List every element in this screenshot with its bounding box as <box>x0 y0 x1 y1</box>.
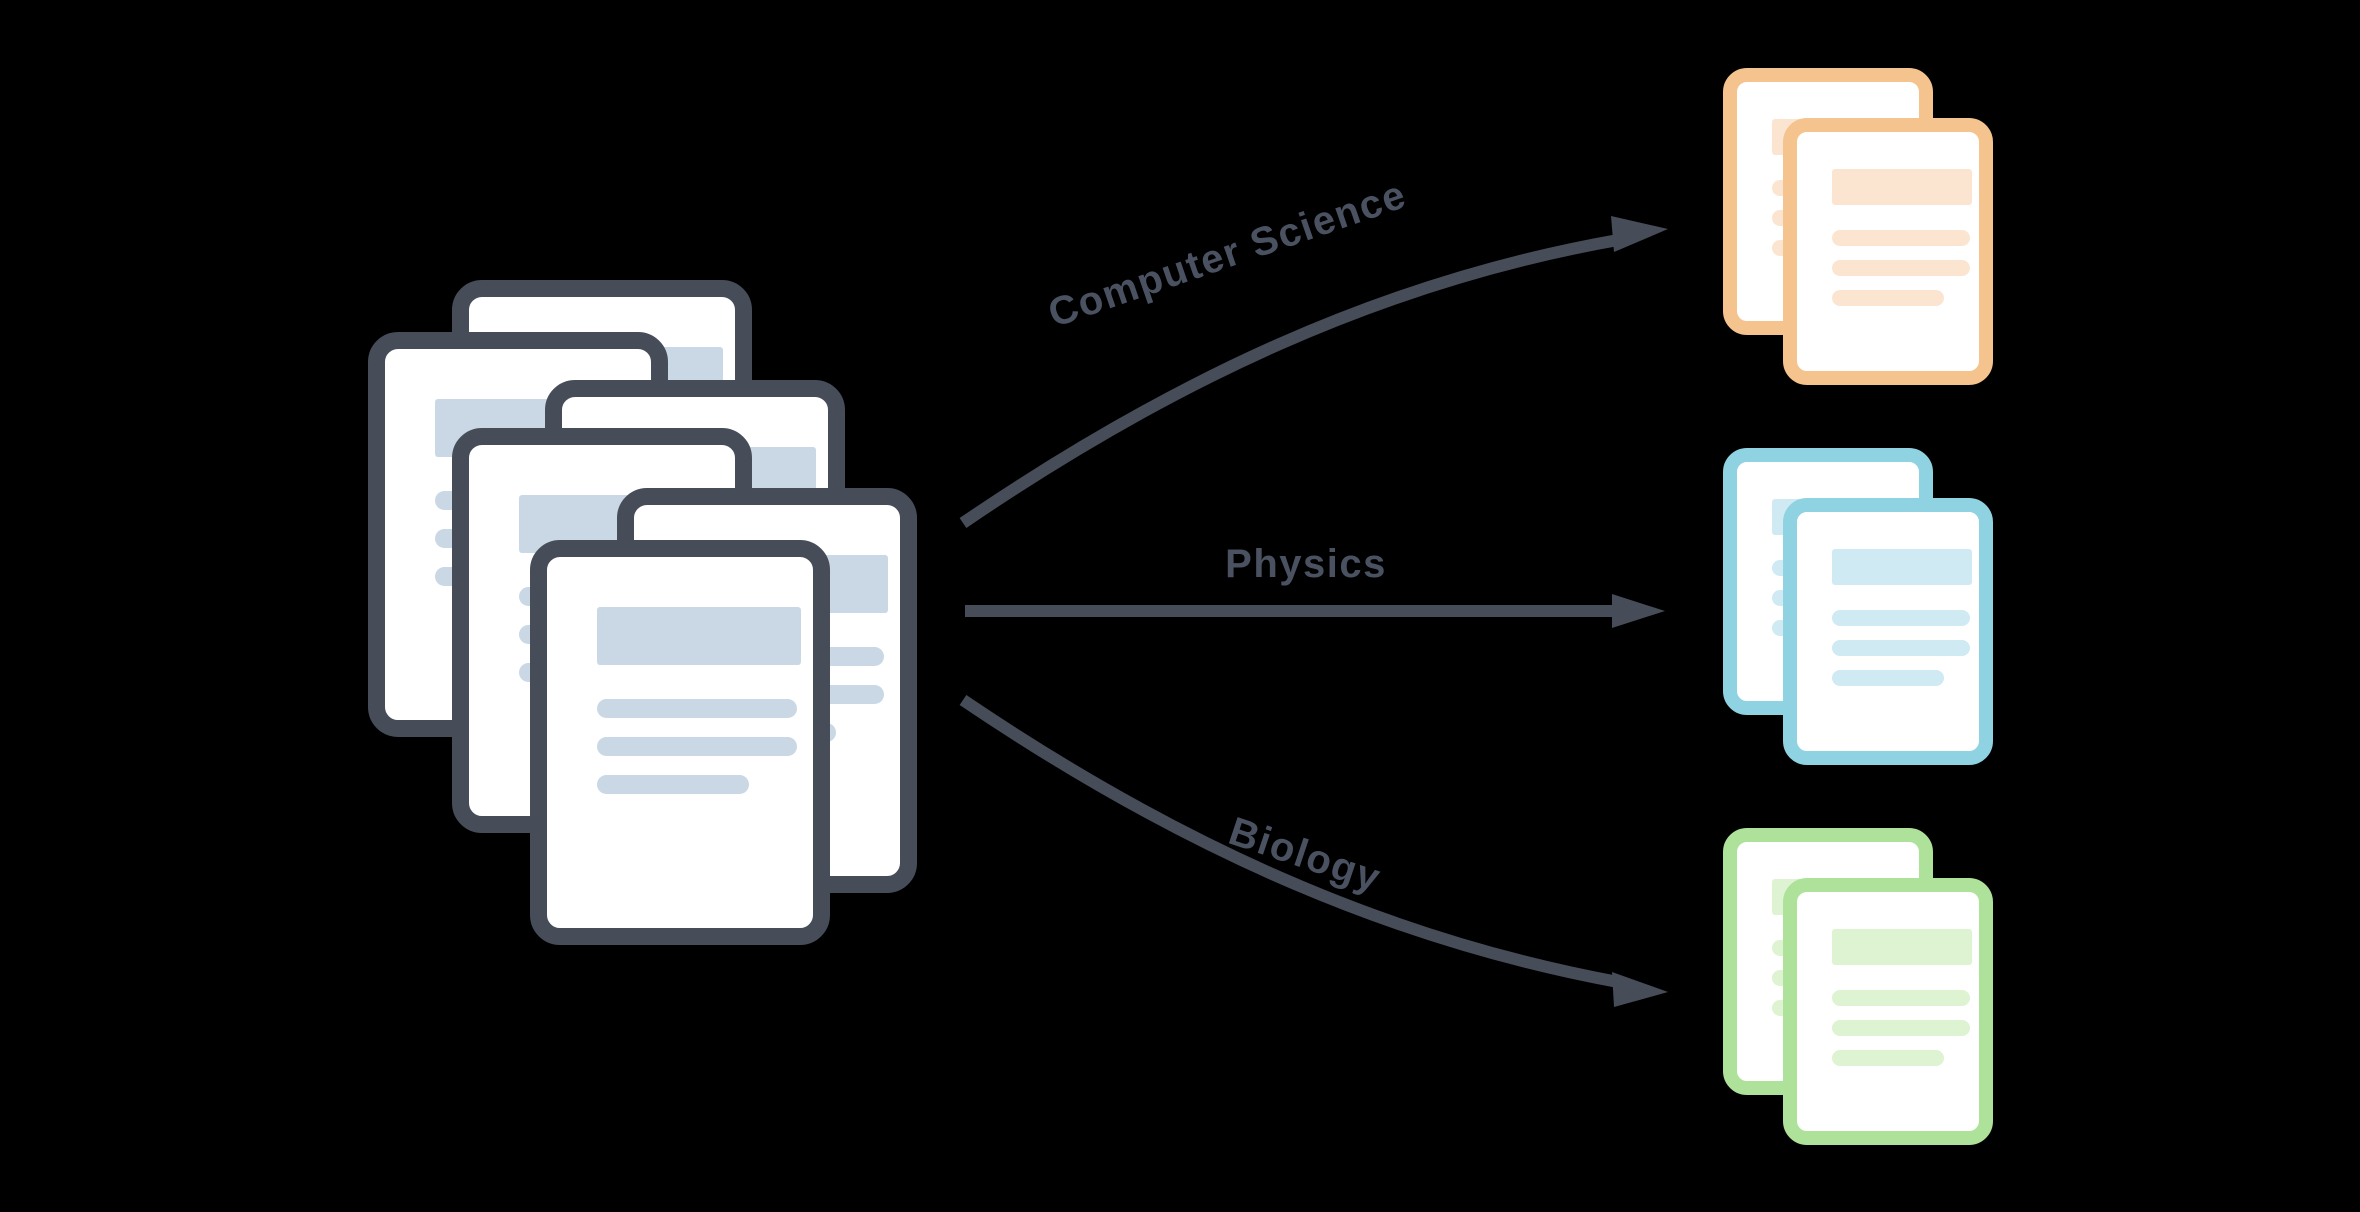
doc-text-line <box>597 699 797 718</box>
arrowhead-icon <box>1612 594 1665 628</box>
doc-text-line <box>1832 670 1944 686</box>
arrow-biology <box>959 695 1668 1007</box>
doc-text-line <box>597 775 749 794</box>
target-pair-physics <box>1723 448 1993 768</box>
doc-text-line <box>1832 610 1970 626</box>
label-physics: Physics <box>1225 542 1387 586</box>
doc-title-bar <box>1832 549 1972 585</box>
doc-text-line <box>597 737 797 756</box>
doc-text-line <box>1832 260 1970 276</box>
arrow-computer-science <box>959 216 1668 528</box>
doc-text-line <box>1832 1050 1944 1066</box>
doc-text-line <box>1832 290 1944 306</box>
doc-text-line <box>1832 990 1970 1006</box>
arrow-physics <box>965 594 1665 628</box>
doc-text-line <box>1832 640 1970 656</box>
target-pair-computer-science <box>1723 68 1993 388</box>
source-document-stack <box>365 278 921 948</box>
doc-title-bar <box>597 607 801 665</box>
arrowhead-icon <box>1612 972 1668 1007</box>
document-icon <box>530 540 830 945</box>
target-pair-biology <box>1723 828 1993 1148</box>
doc-text-line <box>1832 1020 1970 1036</box>
document-icon <box>1783 118 1993 385</box>
doc-title-bar <box>1832 929 1972 965</box>
arrowhead-icon <box>1611 216 1668 252</box>
doc-title-bar <box>1832 169 1972 205</box>
doc-text-line <box>1832 230 1970 246</box>
document-icon <box>1783 498 1993 765</box>
document-icon <box>1783 878 1993 1145</box>
